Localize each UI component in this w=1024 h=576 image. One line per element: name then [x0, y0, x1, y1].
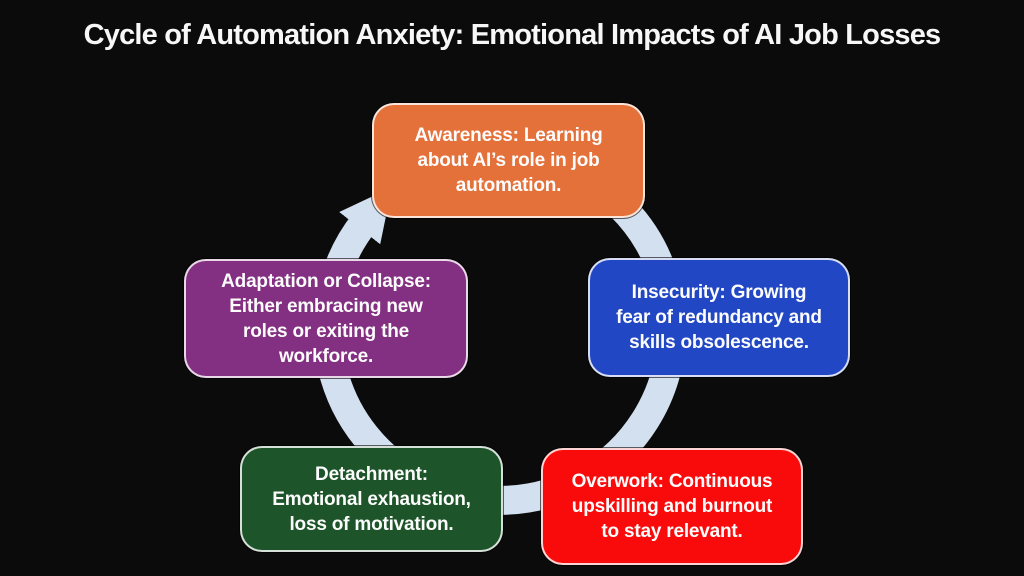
stage-detachment: Detachment: Emotional exhaustion, loss o… [240, 446, 503, 552]
stage-awareness: Awareness: Learning about AI’s role in j… [372, 103, 645, 218]
stage-adaptation-text: Adaptation or Collapse: Either embracing… [221, 270, 431, 367]
slide-title: Cycle of Automation Anxiety: Emotional I… [83, 19, 942, 51]
stage-awareness-text: Awareness: Learning about AI’s role in j… [414, 125, 603, 196]
stage-overwork: Overwork: Continuous upskilling and burn… [541, 448, 803, 565]
stage-detachment-text: Detachment: Emotional exhaustion, loss o… [272, 463, 471, 535]
stage-overwork-text: Overwork: Continuous upskilling and burn… [571, 471, 773, 542]
stage-insecurity: Insecurity: Growing fear of redundancy a… [588, 258, 850, 377]
stage-insecurity-text: Insecurity: Growing fear of redundancy a… [616, 282, 822, 353]
stage-adaptation: Adaptation or Collapse: Either embracing… [184, 259, 468, 378]
